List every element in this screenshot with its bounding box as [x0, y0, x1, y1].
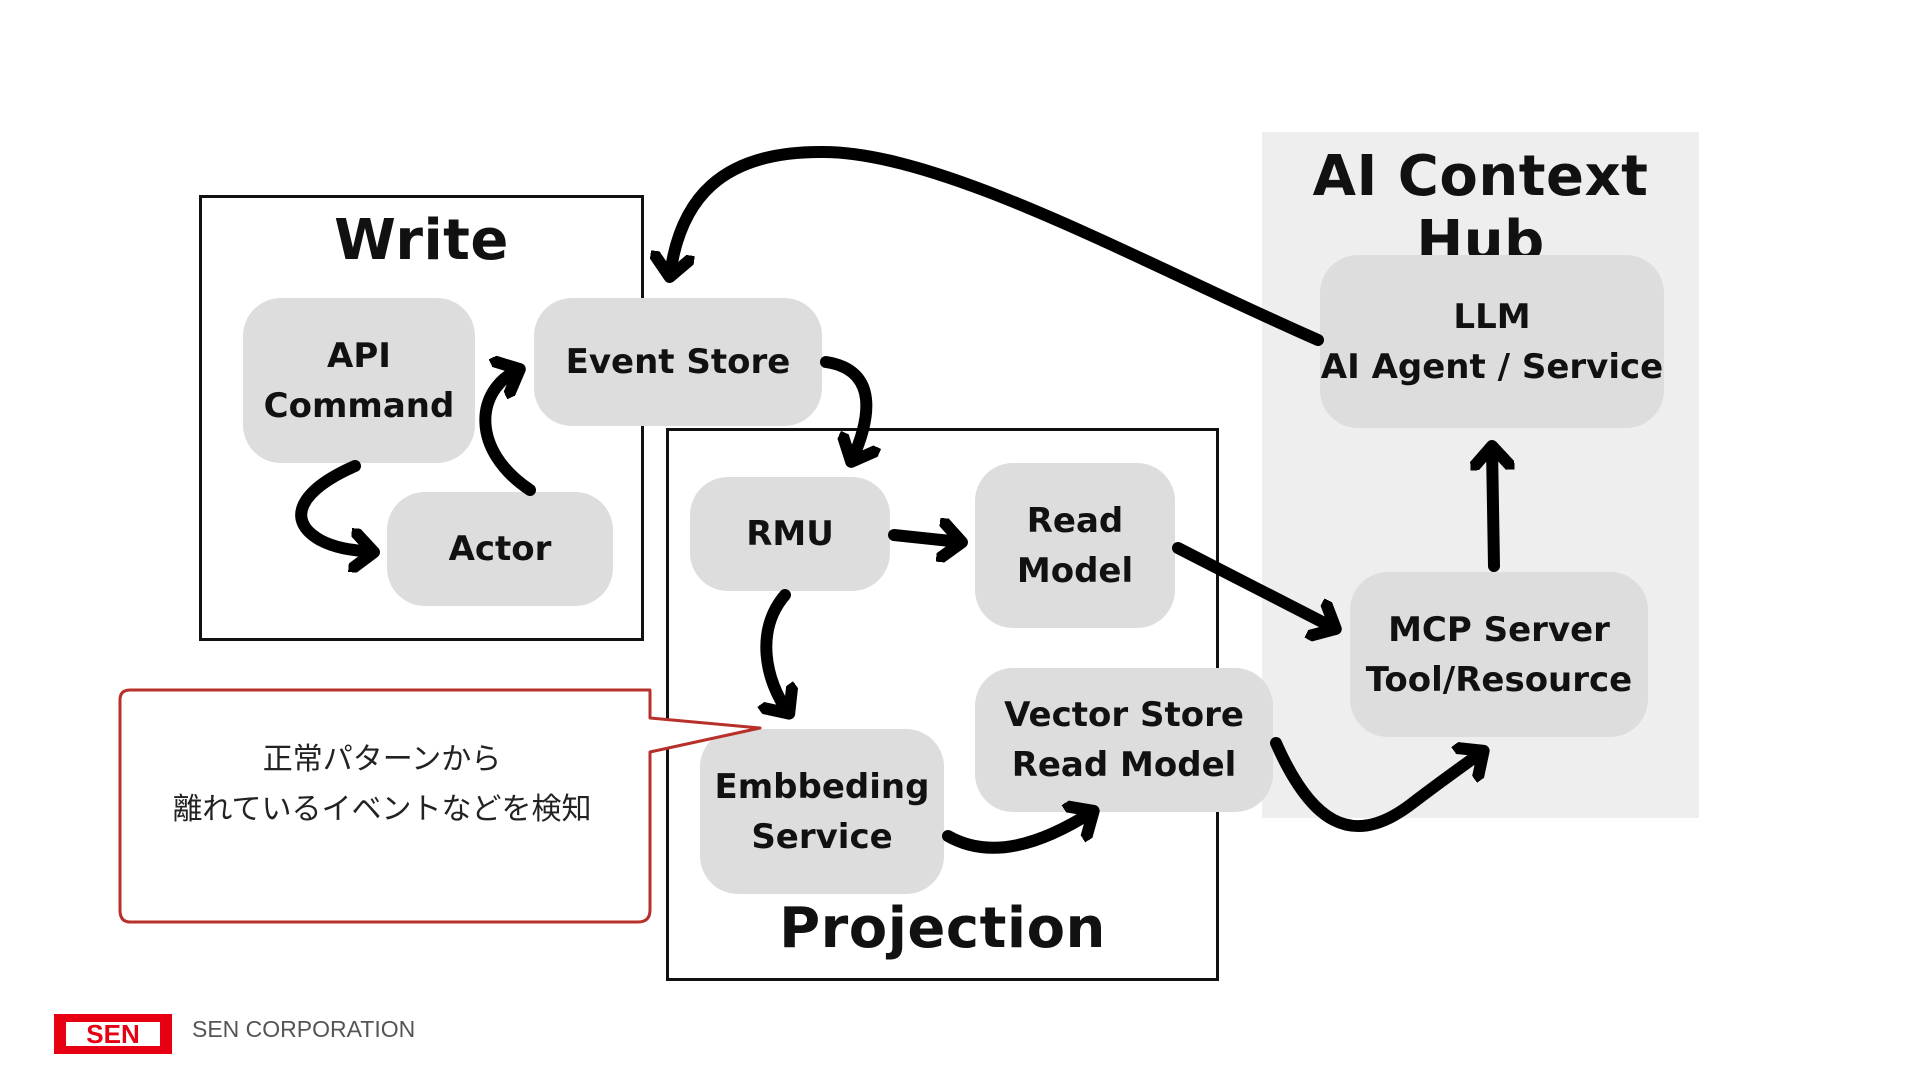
api-command-label-2: Command	[263, 385, 455, 426]
llm-label-1: LLM	[1453, 296, 1531, 337]
vector-store-node: Vector Store Read Model	[975, 668, 1273, 812]
mcp-server-label-2: Tool/Resource	[1365, 659, 1633, 700]
actor-node: Actor	[387, 492, 613, 606]
projection-panel-title: Projection	[779, 896, 1106, 961]
read-model-label-2: Model	[1016, 550, 1134, 591]
embedding-service-label-2: Service	[751, 816, 893, 857]
rmu-node: RMU	[690, 477, 890, 591]
embedding-service-node: Embbeding Service	[700, 729, 944, 894]
arrow-llm-to-event-store	[670, 145, 1324, 346]
llm-node: LLM AI Agent / Service	[1320, 255, 1664, 428]
arrow-event-store-to-rmu	[820, 356, 866, 460]
llm-label-2: AI Agent / Service	[1320, 346, 1664, 387]
arrow-embedding-to-vector-store	[942, 812, 1092, 854]
vector-store-label-2: Read Model	[1011, 745, 1237, 785]
arrow-actor-to-event-store	[479, 370, 536, 496]
event-store-node: Event Store	[534, 298, 822, 426]
sen-logo-icon: SEN	[54, 1014, 172, 1054]
arrow-read-model-to-mcp	[1172, 542, 1334, 628]
callout-bubble	[118, 688, 762, 924]
embedding-service-label-1: Embbeding	[714, 766, 930, 807]
arrow-vector-store-to-mcp	[1270, 737, 1482, 833]
actor-label: Actor	[448, 529, 552, 569]
arrow-rmu-to-read-model	[888, 535, 960, 542]
arrow-mcp-to-llm	[1492, 448, 1494, 572]
rmu-label: RMU	[746, 514, 834, 554]
logo-mark-text: SEN	[86, 1019, 139, 1049]
callout-line-1: 正常パターンから	[262, 742, 502, 777]
company-name: SEN CORPORATION	[192, 1016, 416, 1042]
callout-text: 正常パターンから 離れているイベントなどを検知	[122, 735, 642, 835]
vector-store-label-1: Vector Store	[1004, 695, 1244, 735]
write-panel-title: Write	[334, 208, 509, 273]
api-command-node: API Command	[243, 298, 475, 463]
callout-line-2: 離れているイベントなどを検知	[172, 792, 592, 827]
read-model-node: Read Model	[975, 463, 1175, 628]
event-store-label: Event Store	[565, 342, 791, 382]
arrow-api-to-actor	[295, 460, 372, 552]
ai-context-hub-title: AI Context Hub	[1312, 144, 1649, 274]
mcp-server-label-1: MCP Server	[1388, 609, 1610, 650]
mcp-server-node: MCP Server Tool/Resource	[1350, 572, 1648, 737]
api-command-label-1: API	[327, 335, 391, 376]
read-model-label-1: Read	[1026, 500, 1124, 541]
arrow-rmu-to-embedding	[766, 589, 788, 712]
